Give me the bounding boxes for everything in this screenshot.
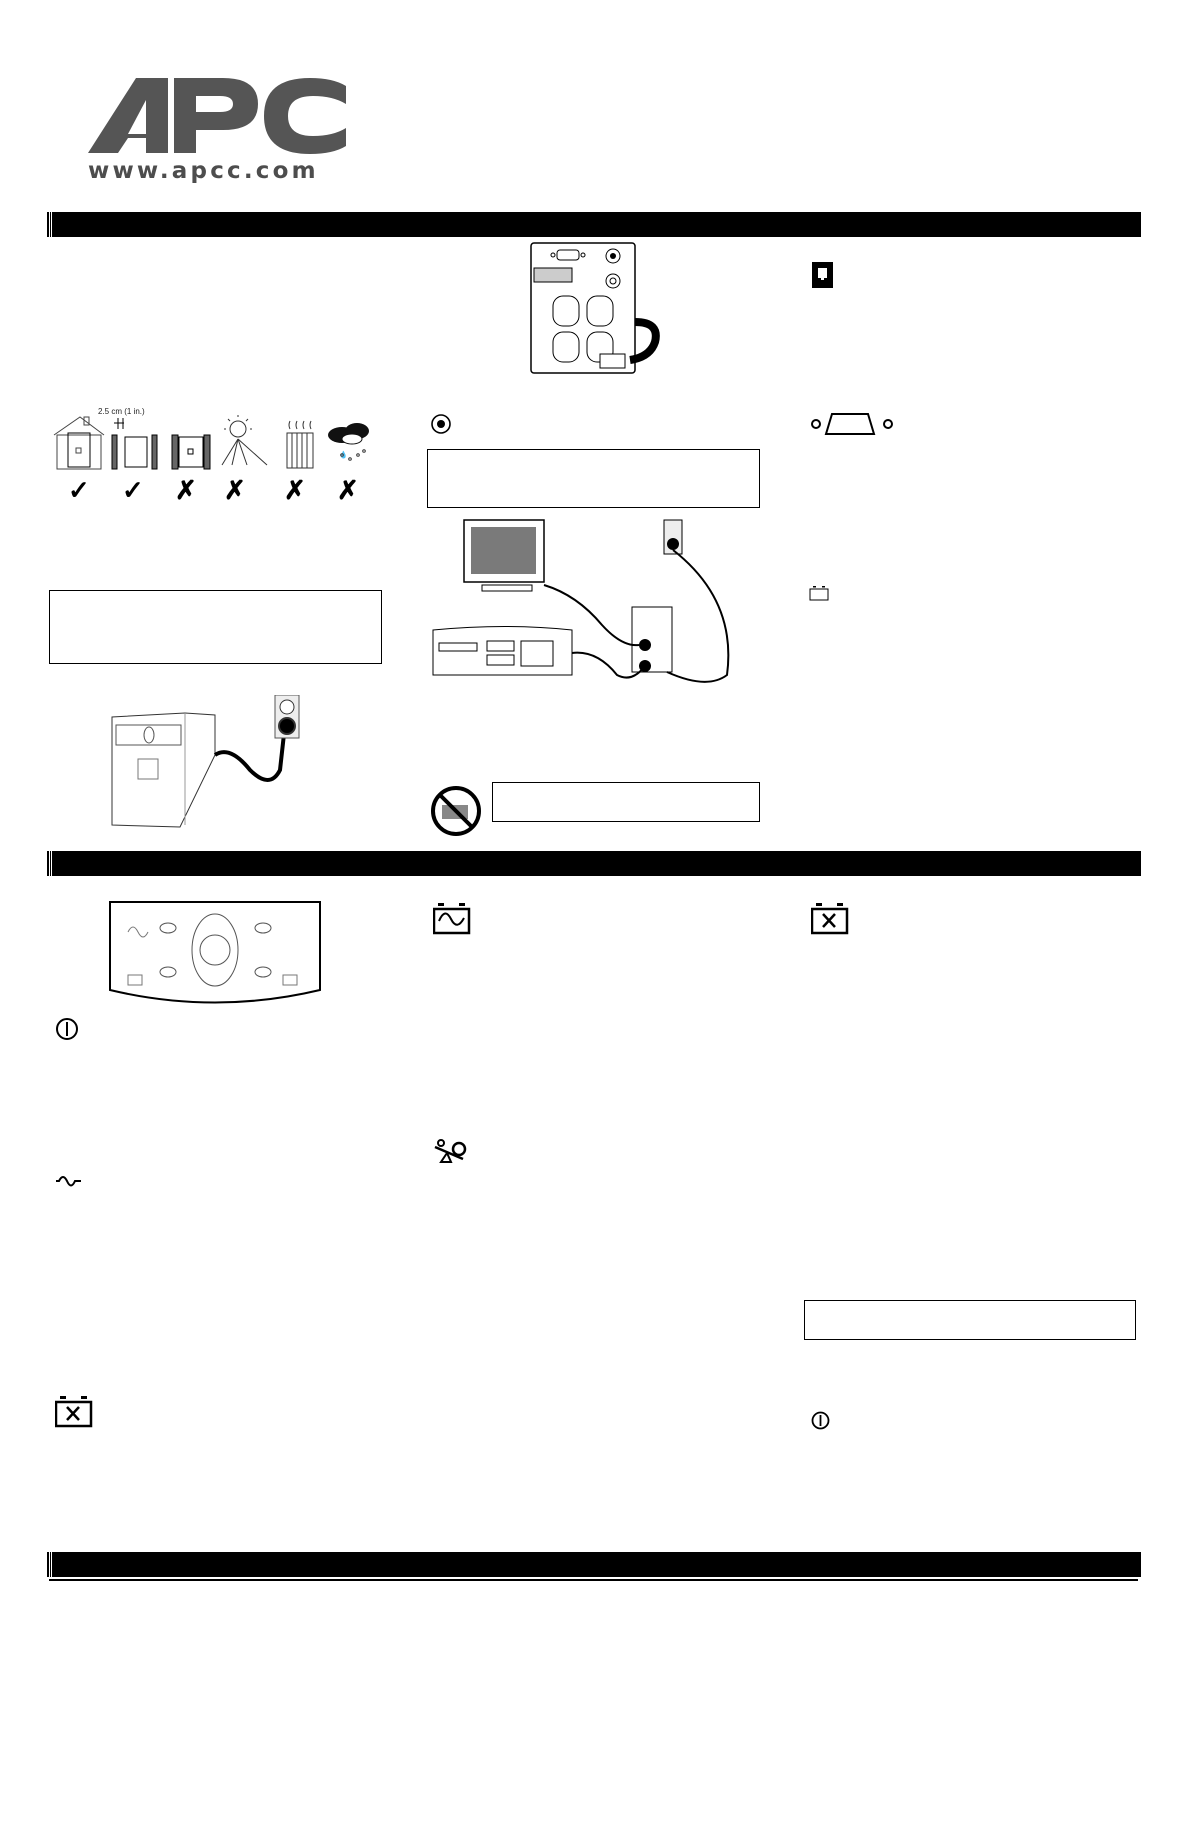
overload-icon [433,1137,467,1165]
website-url: www.apcc.com [88,158,319,184]
section-header-bottom [49,1552,1141,1577]
power-icon [811,1411,830,1430]
check-icon: ✓ [122,475,144,505]
power-on-button-icon [430,413,452,435]
battery-sine-icon [433,903,471,935]
section-header-operation [49,851,1141,876]
cross-icon: ✗ [337,475,359,505]
replace-battery-icon [55,1396,93,1428]
clearance-label: 2.5 cm (1 in.) [98,407,145,416]
no-laser-printer-icon [430,785,482,837]
computer-connection-diagram [427,515,767,685]
phone-jack-icon [812,262,833,288]
battery-icon [809,585,829,601]
placement-illustrations: 💧 [52,415,382,470]
radiator-icon [286,420,314,469]
check-icon: ✓ [68,475,90,505]
house-icon [53,416,105,470]
apc-logo [88,78,348,158]
replace-battery-icon [811,903,849,935]
cross-icon: ✗ [175,475,197,505]
clearance-icon [111,418,158,470]
enclosed-icon [171,434,211,470]
front-panel-illustration [108,900,323,1010]
note-box-printer [492,782,760,822]
section-header-installation [49,212,1141,237]
power-icon [55,1017,79,1041]
sine-wave-icon [55,1173,83,1191]
serial-port-icon [810,410,894,438]
note-box-right [804,1300,1136,1340]
cross-icon: ✗ [224,475,246,505]
ups-rear-panel-illustration [530,242,665,382]
rain-icon: 💧 [328,423,369,461]
note-box-middle [427,449,760,508]
cross-icon: ✗ [284,475,306,505]
ups-plugged-illustration [110,695,325,830]
sun-icon [221,415,268,466]
note-box-left [49,590,382,664]
section-divider [49,1579,1138,1581]
